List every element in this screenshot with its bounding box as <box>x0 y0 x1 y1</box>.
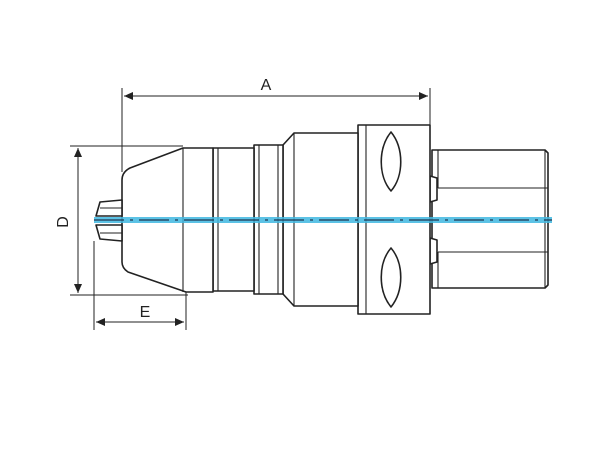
dimension-e: E <box>93 241 187 330</box>
dimension-e-label: E <box>140 304 151 321</box>
dimension-d-label: D <box>55 216 72 228</box>
jaws <box>95 199 123 242</box>
lower-drive-slot <box>380 247 402 308</box>
dimension-a: A <box>121 77 431 172</box>
dimension-a-label: A <box>261 77 272 94</box>
dimension-d: D <box>55 145 188 296</box>
upper-drive-slot <box>380 131 402 192</box>
